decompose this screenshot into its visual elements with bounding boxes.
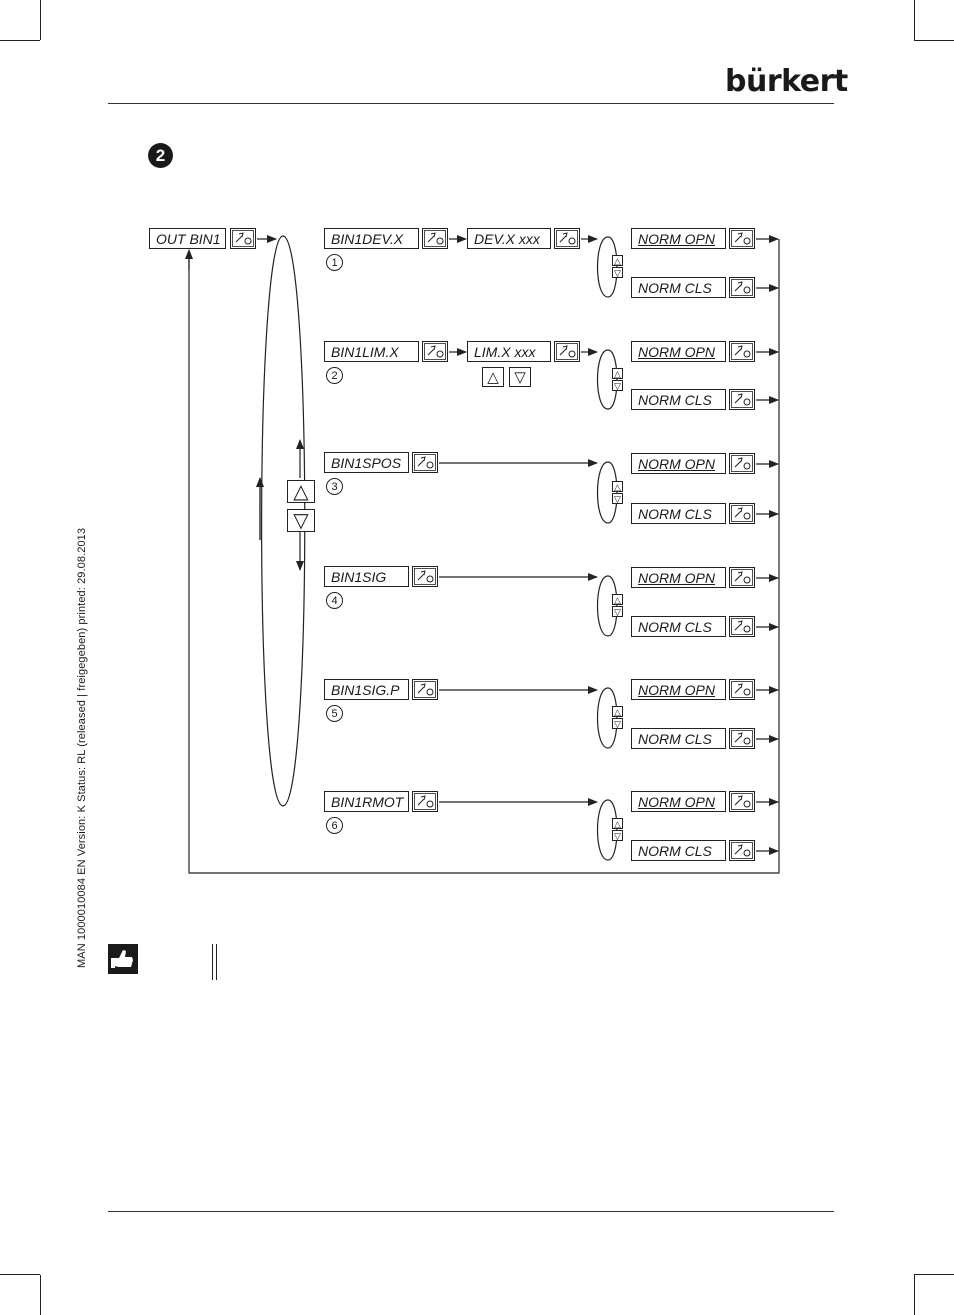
item-number-badge: 3 [326,478,343,495]
enter-key-icon[interactable] [412,566,438,587]
enter-key-icon[interactable] [729,503,755,524]
option-selection-loop [596,799,618,861]
menu-item-bin1rmot[interactable]: BIN1RMOT [324,791,409,812]
menu-item-bin1spos[interactable]: BIN1SPOS [324,452,409,473]
crop-mark [914,40,954,41]
enter-key-icon[interactable] [729,840,755,861]
enter-key-icon[interactable] [422,228,448,249]
enter-key-icon[interactable] [729,679,755,700]
note-divider [216,944,217,980]
menu-item-bin1lim-x[interactable]: BIN1LIM.X [324,341,419,362]
option-up-arrow-icon[interactable]: △ [612,367,623,379]
item-number-badge: 1 [326,254,343,271]
crop-mark [0,40,40,41]
crop-mark [914,0,915,40]
header-rule [108,103,834,104]
enter-key-icon[interactable] [729,567,755,588]
enter-key-icon[interactable] [729,341,755,362]
lim-down-arrow-icon[interactable]: ▽ [509,367,531,387]
sub-value-dev-x-xxx[interactable]: DEV.X xxx [467,228,551,249]
menu-item-bin1dev-x[interactable]: BIN1DEV.X [324,228,419,249]
item-number-badge: 6 [326,817,343,834]
sub-value-lim-x-xxx[interactable]: LIM.X xxx [467,341,551,362]
option-selection-loop [596,687,618,749]
note-divider [212,944,213,980]
option-down-arrow-icon[interactable]: ▽ [612,379,623,391]
enter-key-icon[interactable] [729,277,755,298]
enter-key-icon[interactable] [729,389,755,410]
option-selection-loop [596,461,618,524]
enter-key-icon[interactable] [729,791,755,812]
crop-mark [40,1275,41,1315]
enter-key-icon[interactable] [729,728,755,749]
option-norm-opn[interactable]: NORM OPN [631,791,726,812]
crop-mark [914,1275,915,1315]
option-up-arrow-icon[interactable]: △ [612,594,623,605]
option-up-arrow-icon[interactable]: △ [612,255,623,266]
option-down-arrow-icon[interactable]: ▽ [612,718,623,729]
option-norm-opn[interactable]: NORM OPN [631,567,726,588]
enter-key-icon[interactable] [729,228,755,249]
enter-key-icon[interactable] [729,453,755,474]
option-norm-cls[interactable]: NORM CLS [631,503,726,524]
lim-up-arrow-icon[interactable]: △ [482,367,504,387]
return-connector [188,239,780,874]
option-up-arrow-icon[interactable]: △ [612,480,623,492]
footer-rule [108,1211,834,1212]
option-norm-cls[interactable]: NORM CLS [631,277,726,298]
option-selection-loop [596,236,618,298]
brand-logo: bürkert [725,64,848,99]
option-selection-loop [596,575,618,637]
up-arrow-key-icon[interactable]: △ [287,480,315,503]
enter-key-icon[interactable] [554,228,580,249]
option-down-arrow-icon[interactable]: ▽ [612,492,623,504]
enter-key-icon[interactable] [230,228,256,249]
option-down-arrow-icon[interactable]: ▽ [612,267,623,278]
menu-root-out-bin1[interactable]: OUT BIN1 [149,228,226,249]
option-norm-opn[interactable]: NORM OPN [631,679,726,700]
crop-mark [0,1274,40,1275]
item-number-badge: 2 [326,367,343,384]
crop-mark [40,0,41,40]
menu-item-bin1sig-p[interactable]: BIN1SIG.P [324,679,409,700]
option-norm-opn[interactable]: NORM OPN [631,453,726,474]
option-up-arrow-icon[interactable]: △ [612,818,623,829]
enter-key-icon[interactable] [412,791,438,812]
option-down-arrow-icon[interactable]: ▽ [612,606,623,617]
option-norm-opn[interactable]: NORM OPN [631,228,726,249]
enter-key-icon[interactable] [554,341,580,362]
down-arrow-key-icon[interactable]: ▽ [287,509,315,532]
option-norm-opn[interactable]: NORM OPN [631,341,726,362]
option-norm-cls[interactable]: NORM CLS [631,728,726,749]
enter-key-icon[interactable] [422,341,448,362]
main-selection-loop [261,235,306,807]
thumbs-up-hand-icon [108,944,138,974]
option-norm-cls[interactable]: NORM CLS [631,840,726,861]
enter-key-icon[interactable] [412,679,438,700]
enter-key-icon[interactable] [729,616,755,637]
enter-key-icon[interactable] [412,452,438,473]
option-down-arrow-icon[interactable]: ▽ [612,830,623,841]
item-number-badge: 4 [326,592,343,609]
option-selection-loop [596,349,618,410]
item-number-badge: 5 [326,705,343,722]
option-norm-cls[interactable]: NORM CLS [631,389,726,410]
section-marker: 2 [148,143,173,168]
menu-item-bin1sig[interactable]: BIN1SIG [324,566,409,587]
option-norm-cls[interactable]: NORM CLS [631,616,726,637]
crop-mark [914,1274,954,1275]
option-up-arrow-icon[interactable]: △ [612,706,623,717]
